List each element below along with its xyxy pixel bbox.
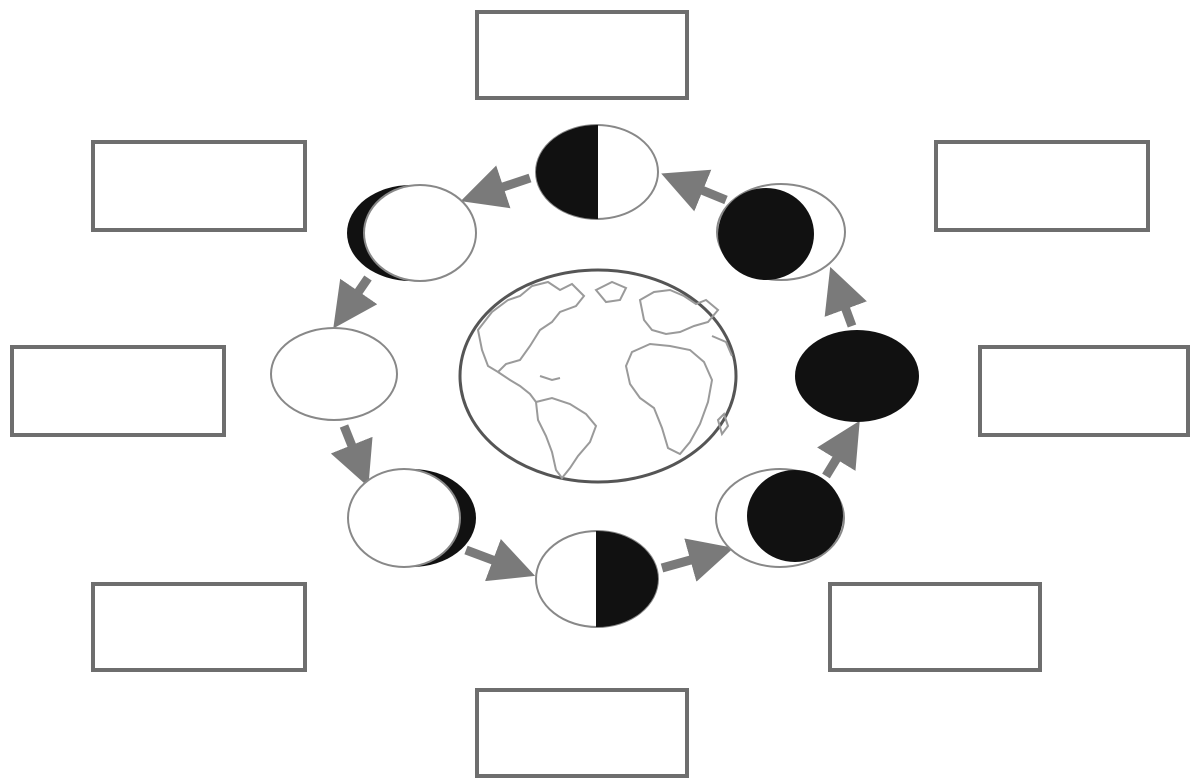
moon-phase-new-moon xyxy=(271,328,397,420)
arrow xyxy=(838,288,852,326)
moon-phase-waning-gibbous xyxy=(716,469,844,567)
moon-phase-waxing-gibbous xyxy=(717,184,845,280)
label-box-bottom-right[interactable] xyxy=(828,582,1042,672)
arrow xyxy=(826,440,848,476)
arrow xyxy=(482,178,530,194)
moon-phase-waning-crescent xyxy=(348,469,476,567)
label-box-top-left[interactable] xyxy=(91,140,307,232)
moon-phase-full-moon xyxy=(795,330,919,422)
label-box-right[interactable] xyxy=(978,345,1190,437)
label-box-top-right[interactable] xyxy=(934,140,1150,232)
arrow xyxy=(344,426,360,466)
moon-phase-third-quarter xyxy=(536,531,658,627)
moon-phase-first-quarter xyxy=(536,125,658,219)
arrow xyxy=(346,278,368,310)
label-box-bottom-left[interactable] xyxy=(91,582,307,672)
arrow xyxy=(662,554,712,568)
label-box-bottom[interactable] xyxy=(475,688,689,778)
label-box-top[interactable] xyxy=(475,10,689,100)
arrow xyxy=(466,550,514,568)
earth xyxy=(460,270,736,482)
moon-phase-waxing-crescent xyxy=(347,185,476,281)
arrow xyxy=(682,182,726,200)
label-box-left[interactable] xyxy=(10,345,226,437)
